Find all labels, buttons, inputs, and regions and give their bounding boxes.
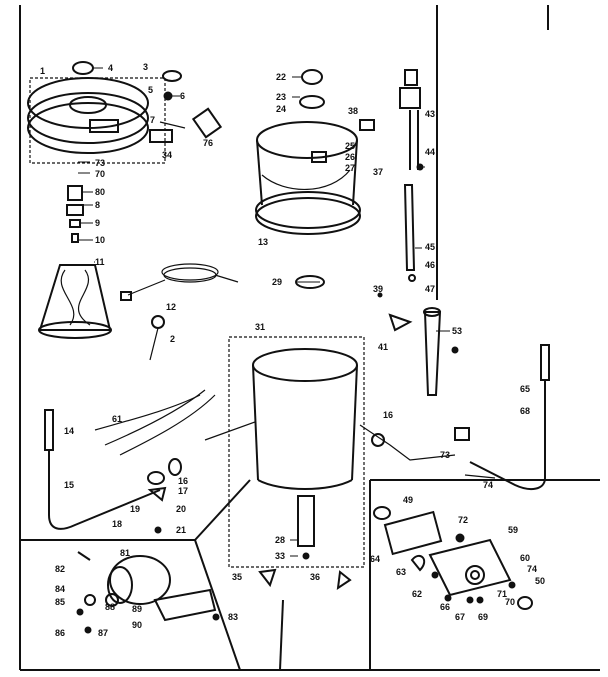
frame-lines (19, 5, 600, 671)
callout-22: 22 (276, 72, 286, 82)
callout-67: 67 (455, 612, 465, 622)
callout-62: 62 (412, 589, 422, 599)
callout-65: 65 (520, 384, 530, 394)
callout-85: 85 (55, 597, 65, 607)
hose-right (359, 344, 550, 491)
callout-74: 74 (483, 480, 493, 490)
callout-28: 28 (275, 535, 285, 545)
brake-hardware (149, 70, 223, 143)
callout-76: 76 (203, 138, 213, 148)
callout-21: 21 (176, 525, 186, 535)
callout-63: 63 (396, 567, 406, 577)
callout-81: 81 (120, 548, 130, 558)
callout-39: 39 (373, 284, 383, 294)
callout-49: 49 (403, 495, 413, 505)
callout-61: 61 (112, 414, 122, 424)
callout-70: 70 (95, 169, 105, 179)
callout-4: 4 (108, 63, 113, 73)
callout-19: 19 (130, 504, 140, 514)
callout-23: 23 (276, 92, 286, 102)
callout-15: 15 (64, 480, 74, 490)
callout-38: 38 (348, 106, 358, 116)
callout-33: 33 (275, 551, 285, 561)
callout-14: 14 (64, 426, 74, 436)
callout-44: 44 (425, 147, 435, 157)
callout-60: 60 (520, 553, 530, 563)
callout-69: 69 (478, 612, 488, 622)
shaft-parts (359, 69, 459, 396)
callout-8: 8 (95, 200, 100, 210)
callout-43: 43 (425, 109, 435, 119)
callout-82: 82 (55, 564, 65, 574)
callout-80: 80 (95, 187, 105, 197)
hose-and-wiring-left (44, 389, 256, 534)
callout-2: 2 (170, 334, 175, 344)
outer-tub (228, 336, 365, 591)
callout-11: 11 (95, 257, 105, 267)
callout-10: 10 (95, 235, 105, 245)
callout-36: 36 (310, 572, 320, 582)
wire-harness-12 (120, 263, 239, 361)
callout-72: 72 (458, 515, 468, 525)
callout-labels: 1 4 3 5 6 7 34 76 73 70 80 8 9 10 11 12 … (40, 62, 545, 638)
pulley-assembly (27, 61, 166, 164)
callout-83: 83 (228, 612, 238, 622)
basket-assembly (255, 69, 361, 289)
callout-27: 27 (345, 163, 355, 173)
leader-lines (78, 67, 450, 557)
callout-29: 29 (272, 277, 282, 287)
motor-assembly (76, 551, 220, 634)
callout-9: 9 (95, 218, 100, 228)
callout-73b: 73 (440, 450, 450, 460)
callout-25: 25 (345, 141, 355, 151)
callout-46: 46 (425, 260, 435, 270)
callout-73: 73 (95, 158, 105, 168)
callout-47: 47 (425, 284, 435, 294)
callout-7: 7 (150, 115, 155, 125)
callout-84: 84 (55, 584, 65, 594)
callout-68: 68 (520, 406, 530, 416)
agitator-stack (38, 185, 112, 339)
callout-13: 13 (258, 237, 268, 247)
callout-20: 20 (176, 504, 186, 514)
callout-88: 88 (105, 602, 115, 612)
callout-12: 12 (166, 302, 176, 312)
callout-90: 90 (132, 620, 142, 630)
callout-37: 37 (373, 167, 383, 177)
callout-87: 87 (98, 628, 108, 638)
callout-3: 3 (143, 62, 148, 72)
callout-35: 35 (232, 572, 242, 582)
callout-1: 1 (40, 66, 45, 76)
callout-34: 34 (162, 150, 172, 160)
callout-53: 53 (452, 326, 462, 336)
callout-24: 24 (276, 104, 286, 114)
callout-66: 66 (440, 602, 450, 612)
callout-50: 50 (535, 576, 545, 586)
callout-70b: 70 (505, 597, 515, 607)
pump-assembly (373, 506, 533, 610)
callout-17: 17 (178, 486, 188, 496)
callout-71: 71 (497, 589, 507, 599)
callout-26: 26 (345, 152, 355, 162)
callout-74b: 74 (527, 564, 537, 574)
callout-5: 5 (148, 85, 153, 95)
callout-86: 86 (55, 628, 65, 638)
callout-64: 64 (370, 554, 380, 564)
callout-45: 45 (425, 242, 435, 252)
callout-6: 6 (180, 91, 185, 101)
callout-16b: 16 (383, 410, 393, 420)
callout-41: 41 (378, 342, 388, 352)
callout-16a: 16 (178, 476, 188, 486)
callout-89: 89 (132, 604, 142, 614)
callout-31: 31 (255, 322, 265, 332)
callout-59: 59 (508, 525, 518, 535)
callout-18: 18 (112, 519, 122, 529)
